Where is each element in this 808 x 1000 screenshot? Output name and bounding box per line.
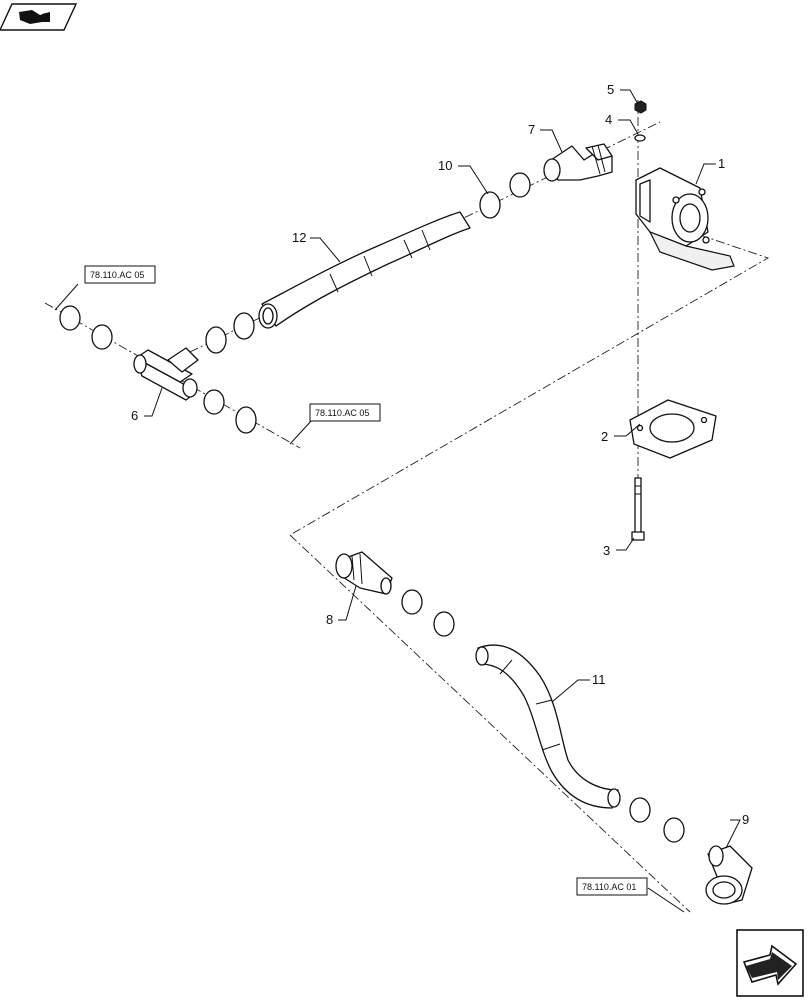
elbow-fitting-9 [705, 845, 753, 905]
washer [634, 134, 646, 142]
tee-fitting-6 [133, 347, 199, 401]
hose-12 [258, 211, 471, 329]
callout-12: 12 [292, 230, 306, 245]
next-page-arrow-icon[interactable] [736, 929, 804, 997]
straight-fitting-8 [335, 551, 393, 595]
leader-lines [54, 89, 741, 913]
callout-2: 2 [601, 429, 608, 444]
callout-labels: 1 2 3 4 5 6 7 8 9 10 11 12 [131, 82, 749, 827]
nut [634, 100, 647, 114]
ref-box-left-top[interactable]: 78.110.AC 05 [84, 265, 156, 284]
callout-8: 8 [326, 612, 333, 627]
hose-11 [475, 644, 621, 809]
gasket [629, 399, 717, 459]
callout-5: 5 [607, 82, 614, 97]
ref-box-bottom-right[interactable]: 78.110.AC 01 [576, 877, 648, 896]
ref-text-left-bottom: 78.110.AC 05 [315, 408, 369, 418]
callout-10: 10 [438, 158, 452, 173]
callout-3: 3 [603, 543, 610, 558]
callout-1: 1 [718, 156, 725, 171]
elbow-fitting-7 [543, 143, 613, 182]
callout-11: 11 [592, 672, 606, 687]
callout-9: 9 [742, 812, 749, 827]
callout-4: 4 [605, 112, 612, 127]
ref-text-bottom-right: 78.110.AC 01 [582, 882, 636, 892]
ref-text-left-top: 78.110.AC 05 [90, 270, 144, 280]
ref-box-left-bottom[interactable]: 78.110.AC 05 [309, 403, 381, 422]
book-arrow-icon[interactable] [0, 3, 78, 31]
callout-6: 6 [131, 408, 138, 423]
bolt [631, 477, 645, 541]
pump-body [635, 167, 735, 271]
hose-clamps [59, 172, 685, 843]
callout-7: 7 [528, 122, 535, 137]
